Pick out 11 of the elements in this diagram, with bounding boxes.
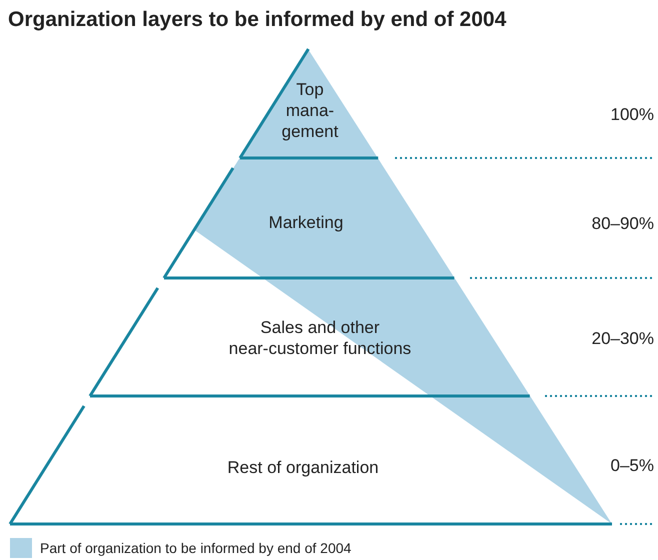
layer-label: Marketing	[268, 212, 344, 232]
percentage-label: 80–90%	[592, 214, 654, 234]
legend-text: Part of organization to be informed by end of 2004	[40, 540, 352, 556]
chart-title: Organization layers to be informed by end of 2004	[8, 8, 506, 32]
percentage-label: 100%	[610, 105, 654, 125]
layer-label: Top mana- gement	[280, 78, 340, 142]
layer-label: Sales and other near-customer functions	[228, 317, 412, 359]
percentage-label: 20–30%	[592, 329, 654, 349]
pyramid-layer	[240, 49, 378, 160]
layer-label: Rest of organization	[226, 456, 380, 478]
percentage-label: 0–5%	[610, 456, 654, 476]
